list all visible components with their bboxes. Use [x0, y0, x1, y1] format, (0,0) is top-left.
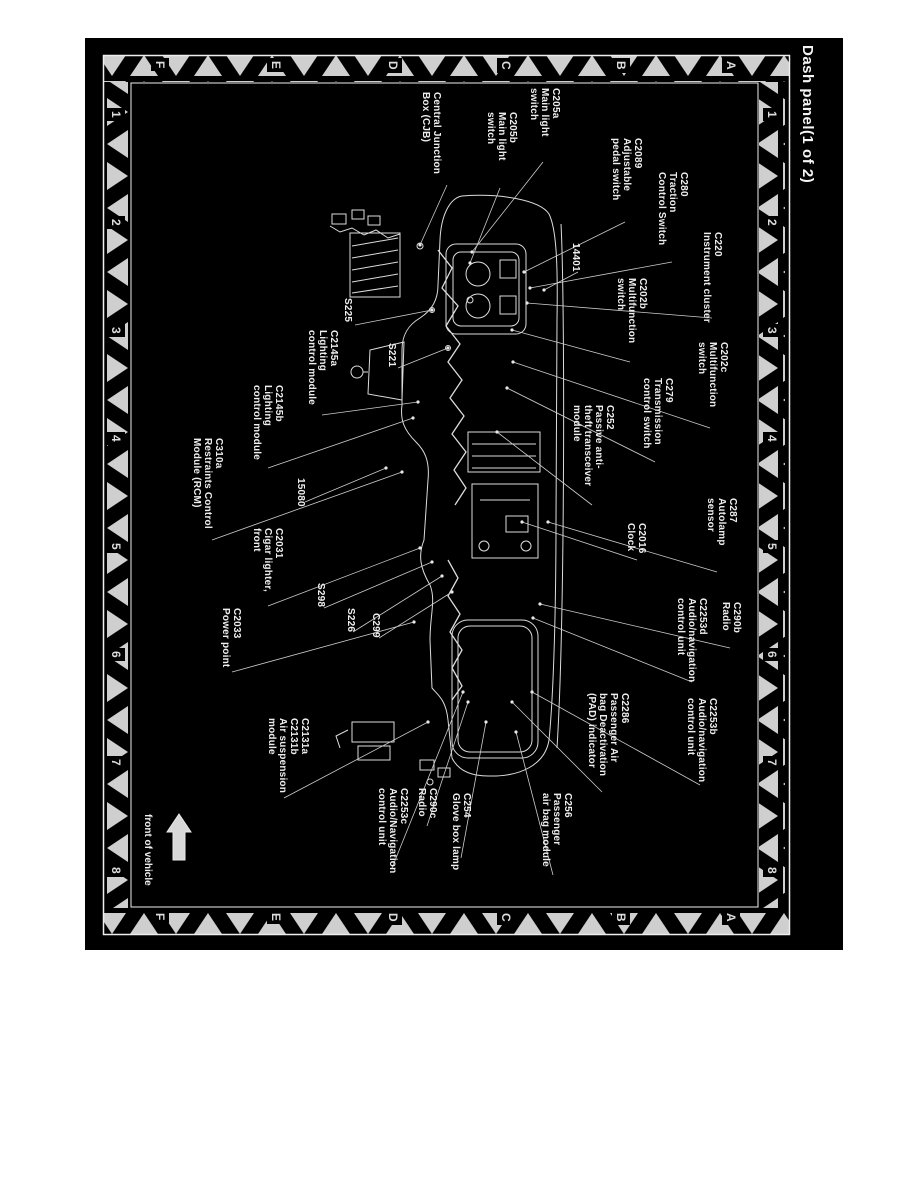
- grid-row-right-5: 5: [763, 540, 781, 553]
- callout-c202c: C202c Multifunction switch: [696, 342, 729, 408]
- page-title: Dash panel(1 of 2): [799, 45, 816, 184]
- grid-row-left-7: 7: [107, 756, 125, 769]
- callout-c2131: C2131a C2131b Air suspension module: [266, 718, 310, 794]
- callout-14401: 14401: [570, 243, 581, 272]
- callout-c279: C279 Transmission control switch: [641, 378, 674, 449]
- grid-row-right-7: 7: [763, 756, 781, 769]
- grid-row-right-8: 8: [763, 864, 781, 877]
- callout-c256: C256 Passenger air bag module: [540, 793, 573, 867]
- callout-c2253b: C2253b Audio/navigation control unit: [685, 698, 718, 783]
- callout-c202b: C202b Multifunction switch: [615, 278, 648, 344]
- callout-s221: S221: [386, 343, 397, 368]
- grid-row-left-2: 2: [107, 216, 125, 229]
- callout-c252: C252 Passive anti- theft transceiver mod…: [571, 405, 615, 487]
- grid-row-left-6: 6: [107, 648, 125, 661]
- callout-15080: 15080: [295, 478, 306, 507]
- grid-col-bottom-c: C: [497, 910, 515, 925]
- callout-c205b: C205b Main light switch: [485, 112, 518, 161]
- callout-c299: C299: [370, 613, 381, 638]
- callout-central-junction-box: Central Junction Box (CJB): [420, 92, 442, 175]
- grid-row-right-2: 2: [763, 216, 781, 229]
- callout-s226: S226: [345, 608, 356, 633]
- callout-c290c: C290c Radio: [416, 788, 438, 819]
- callout-c2253c: C2253c Audio/Navigation control unit: [376, 788, 409, 874]
- grid-col-top-c: C: [497, 58, 515, 73]
- grid-col-top-a: A: [722, 58, 740, 73]
- front-of-vehicle-label: front of vehicle: [142, 814, 153, 886]
- grid-row-left-8: 8: [107, 864, 125, 877]
- callout-s298: S298: [315, 583, 326, 608]
- grid-row-left-4: 4: [107, 432, 125, 445]
- grid-row-right-1: 1: [763, 108, 781, 121]
- grid-col-bottom-a: A: [722, 910, 740, 925]
- callout-c290b: C290b Radio: [720, 602, 742, 634]
- grid-row-left-1: 1: [107, 108, 125, 121]
- callout-c205a: C205a Main light switch: [528, 88, 561, 137]
- callout-c254: C254 Glove box lamp: [450, 793, 472, 871]
- grid-row-left-3: 3: [107, 324, 125, 337]
- grid-row-right-4: 4: [763, 432, 781, 445]
- callout-c2145a: C2145a Lighting control module: [306, 330, 339, 406]
- grid-col-top-f: F: [151, 58, 169, 72]
- callout-c287: C287 Autolamp sensor: [705, 498, 738, 546]
- grid-row-right-6: 6: [763, 648, 781, 661]
- callout-c310a: C310a Restraints Control Module (RCM): [191, 438, 224, 529]
- grid-row-left-5: 5: [107, 540, 125, 553]
- grid-row-right-3: 3: [763, 324, 781, 337]
- grid-col-top-b: B: [612, 58, 630, 73]
- callout-c2089: C2089 Adjustable pedal switch: [610, 138, 643, 201]
- grid-col-bottom-d: D: [384, 910, 402, 925]
- callout-s225: S225: [342, 298, 353, 323]
- callout-c220: C220 Instrument cluster: [701, 232, 723, 323]
- callout-c2253d: C2253d Audio/navigation control unit: [675, 598, 708, 683]
- callout-c2033: C2033 Power point: [220, 608, 242, 668]
- grid-col-top-e: E: [267, 58, 285, 73]
- callout-c280: C280 Traction Control Switch: [656, 172, 689, 246]
- grid-col-bottom-e: E: [267, 910, 285, 925]
- callout-c2145b: C2145b Lighting control module: [251, 385, 284, 461]
- callout-c2031: C2031 Cigar lighter, front: [251, 528, 284, 592]
- grid-col-bottom-b: B: [612, 910, 630, 925]
- grid-col-bottom-f: F: [151, 910, 169, 924]
- callout-c2016: C2016 Clock: [625, 523, 647, 554]
- callout-c2286: C2286 Passenger Air bag Deactivation (PA…: [586, 693, 630, 777]
- grid-col-top-d: D: [384, 58, 402, 73]
